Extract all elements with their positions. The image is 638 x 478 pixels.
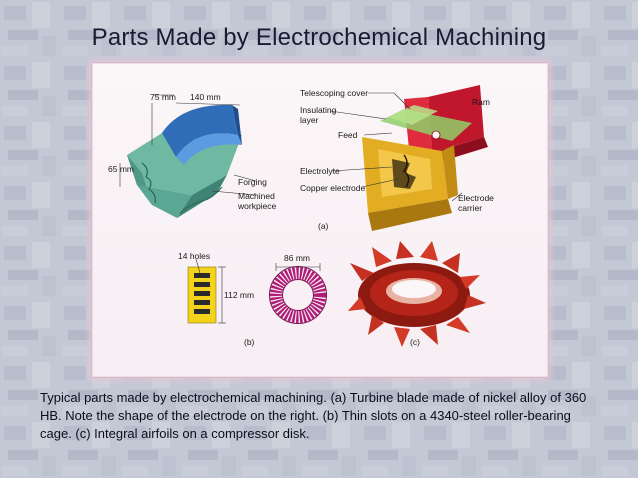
panel-a-label: (a) — [318, 221, 329, 231]
telescoping-cover-label: Telescoping cover — [300, 88, 368, 98]
panel-b-label: (b) — [244, 337, 255, 347]
dim-75mm-label: 75 mm — [150, 92, 176, 102]
slide-title: Parts Made by Electrochemical Machining — [91, 24, 547, 51]
copper-electrode-label: Copper electrode — [300, 183, 365, 193]
electrolyte-label: Electrolyte — [300, 166, 340, 176]
dim-86mm-label: 86 mm — [284, 253, 310, 263]
dim-65mm-label: 65 mm — [108, 164, 134, 174]
dim-140mm-label: 140 mm — [190, 92, 221, 102]
insulating-layer-label-2: layer — [300, 115, 319, 125]
machined-workpiece-label-1: Machined — [238, 191, 275, 201]
feed-label: Feed — [338, 130, 358, 140]
dim-112mm-label: 112 mm — [224, 290, 254, 300]
bearing-ring — [269, 263, 327, 324]
compressor-disk — [348, 241, 486, 347]
bearing-cage-slots — [187, 258, 226, 324]
turbine-blade-workpiece — [119, 94, 257, 218]
holes-label: 14 holes — [178, 251, 210, 261]
electrode-carrier-label-1: Electrode — [458, 193, 494, 203]
figure-panel: 75 mm 140 mm 65 mm Forging Machined work… — [91, 62, 549, 378]
ram-label: Ram — [472, 97, 490, 107]
electrode-assembly — [329, 85, 488, 231]
forging-label: Forging — [238, 177, 267, 187]
figure-caption: Typical parts made by electrochemical ma… — [40, 390, 587, 441]
figure-illustration: 75 mm 140 mm 65 mm Forging Machined work… — [108, 85, 494, 347]
machined-workpiece-label-2: workpiece — [237, 201, 277, 211]
panel-c-label: (c) — [410, 337, 420, 347]
electrode-carrier-label-2: carrier — [458, 203, 482, 213]
insulating-layer-label-1: Insulating — [300, 105, 337, 115]
